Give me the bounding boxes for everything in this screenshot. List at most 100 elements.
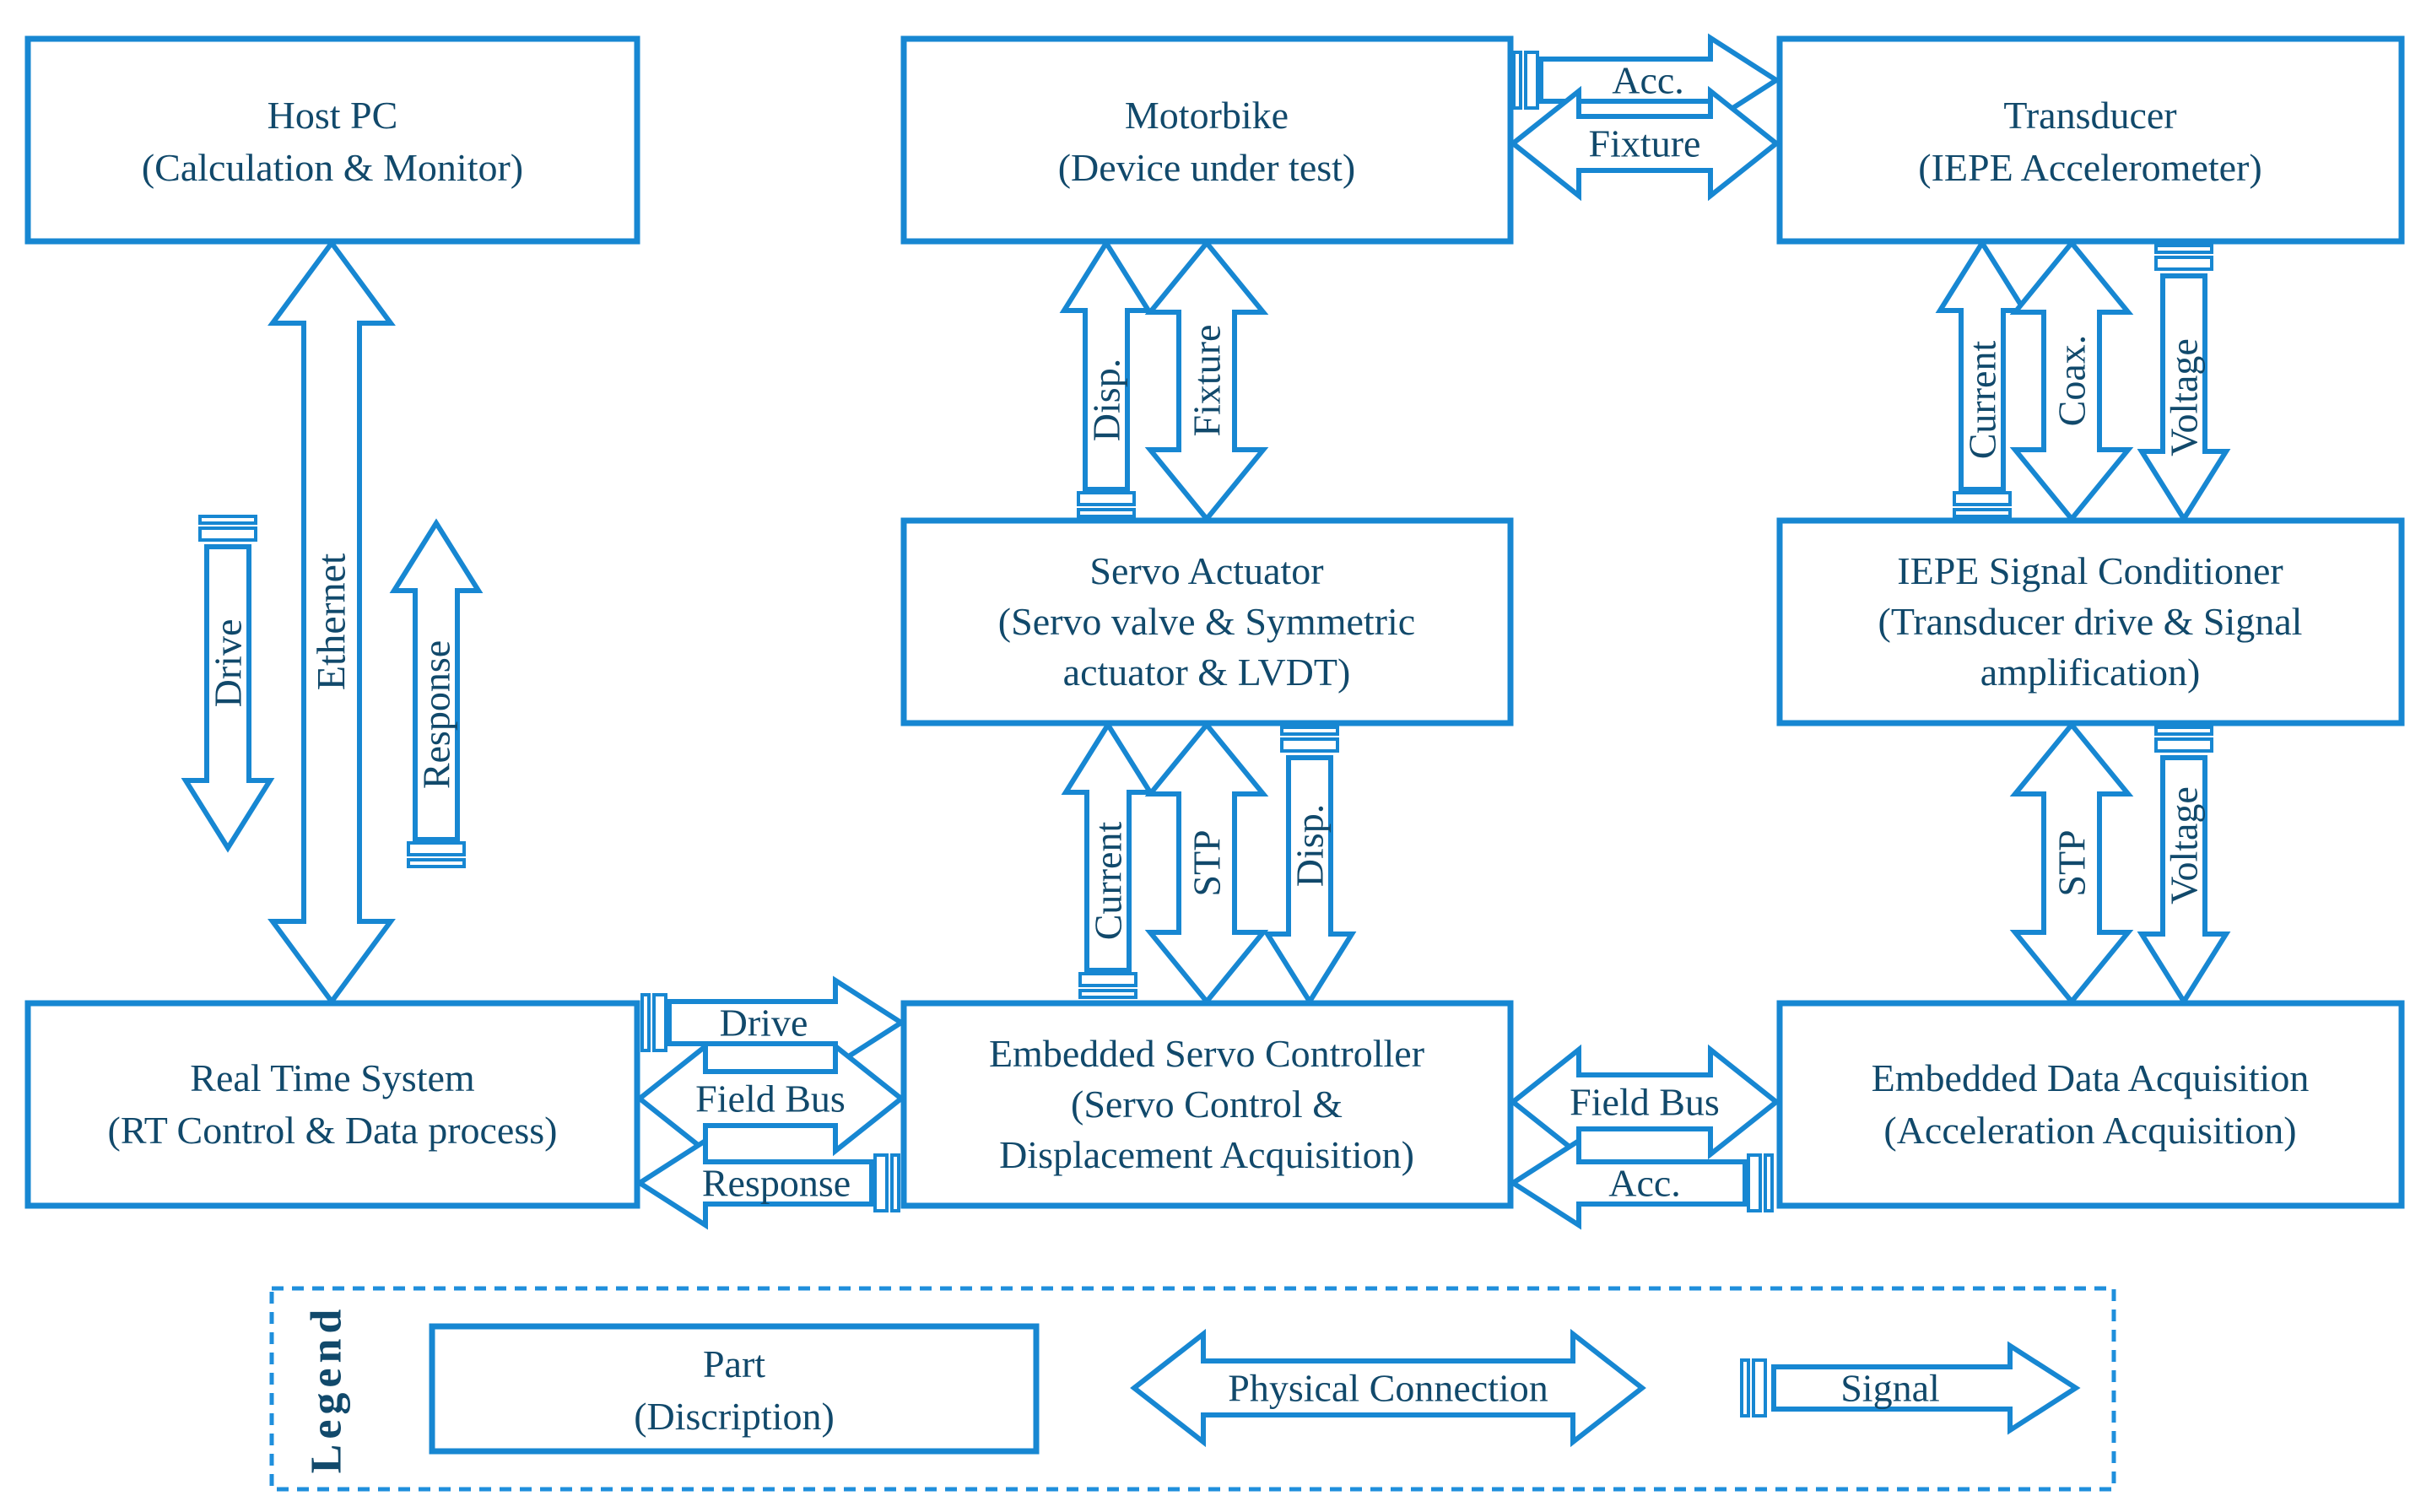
response-bus-label: Response bbox=[702, 1162, 851, 1205]
current-signal-bar bbox=[1078, 989, 1137, 999]
servo-actuator-box bbox=[900, 517, 1514, 726]
motorbike-box bbox=[900, 35, 1514, 245]
host-pc-subtitle: (Calculation & Monitor) bbox=[142, 146, 523, 189]
embedded-data-acquisition-title: Embedded Data Acquisition bbox=[1872, 1056, 2310, 1099]
disp-signal-bar bbox=[1280, 726, 1339, 736]
iepe-conditioner-title: IEPE Signal Conditioner bbox=[1897, 549, 2283, 592]
disp-signal-arrow-down bbox=[1262, 755, 1357, 1007]
field-bus-physical-arrow-left bbox=[635, 1040, 905, 1157]
servo-actuator-subtitle1: (Servo valve & Symmetric bbox=[998, 600, 1415, 643]
response-bus-signal-arrow-left bbox=[635, 1136, 874, 1230]
response-signal-arrow-up bbox=[389, 518, 484, 842]
legend-signal-bar bbox=[1740, 1358, 1750, 1418]
legend-part-box bbox=[429, 1323, 1040, 1455]
acc-bus-signal-bar bbox=[1747, 1153, 1762, 1212]
real-time-system-title: Real Time System bbox=[190, 1056, 475, 1099]
acc-bus-signal-arrow-left bbox=[1508, 1136, 1748, 1230]
embedded-servo-controller-subtitle2: Displacement Acquisition) bbox=[999, 1133, 1414, 1176]
transducer-box bbox=[1776, 35, 2405, 245]
response-bus-signal-bar bbox=[873, 1153, 889, 1212]
current-mid-label: Current bbox=[1087, 822, 1130, 941]
acc-signal-bar bbox=[1524, 51, 1539, 110]
disp-signal-bar bbox=[1077, 508, 1136, 518]
coax-physical-arrow bbox=[2009, 239, 2134, 523]
voltage-signal-arrow-down-bottom bbox=[2137, 755, 2231, 1007]
legend-signal-label: Signal bbox=[1840, 1367, 1940, 1410]
acc-signal-bar bbox=[1512, 51, 1522, 110]
drive-bus-label: Drive bbox=[720, 1002, 808, 1045]
current-signal-bar bbox=[1953, 508, 2012, 518]
voltage-signal-bar bbox=[2154, 737, 2213, 753]
legend-signal-arrow bbox=[1771, 1341, 2081, 1435]
voltage-signal-bar bbox=[2154, 726, 2213, 736]
fixture-mid-label: Fixture bbox=[1186, 325, 1229, 437]
motorbike-title: Motorbike bbox=[1125, 94, 1289, 137]
response-signal-label: Response bbox=[415, 640, 458, 789]
fixture-physical-arrow-horizontal bbox=[1509, 85, 1780, 202]
iepe-conditioner-subtitle2: amplification) bbox=[1980, 651, 2201, 694]
embedded-data-acquisition-subtitle: (Acceleration Acquisition) bbox=[1883, 1109, 2296, 1152]
real-time-system-subtitle: (RT Control & Data process) bbox=[108, 1109, 558, 1152]
voltage-signal-bar bbox=[2154, 244, 2213, 254]
transducer-title: Transducer bbox=[2003, 94, 2176, 137]
drive-signal-bar bbox=[198, 526, 257, 542]
drive-bus-signal-bar bbox=[652, 993, 667, 1052]
real-time-system-box bbox=[24, 1000, 640, 1209]
iepe-conditioner-subtitle1: (Transducer drive & Signal bbox=[1878, 600, 2303, 643]
servo-actuator-title: Servo Actuator bbox=[1089, 549, 1323, 592]
current-signal-bar bbox=[1078, 972, 1137, 987]
voltage-signal-bar bbox=[2154, 256, 2213, 271]
legend-physical-connection-arrow bbox=[1130, 1328, 1646, 1448]
field-bus-right-label: Field Bus bbox=[1570, 1081, 1720, 1124]
stp-physical-arrow-right bbox=[2009, 721, 2134, 1006]
disp-signal-arrow-up bbox=[1059, 238, 1154, 492]
voltage-bottom-right-label: Voltage bbox=[2163, 786, 2206, 904]
disp-signal-bar bbox=[1077, 491, 1136, 506]
acc-bus-label: Acc. bbox=[1608, 1162, 1681, 1205]
servo-actuator-subtitle2: actuator & LVDT) bbox=[1063, 651, 1351, 694]
voltage-top-right-label: Voltage bbox=[2163, 338, 2206, 456]
embedded-servo-controller-subtitle1: (Servo Control & bbox=[1071, 1083, 1343, 1126]
drive-signal-label: Drive bbox=[207, 619, 250, 708]
legend-part-line2: (Discription) bbox=[634, 1395, 835, 1438]
embedded-data-acquisition-box bbox=[1776, 1000, 2405, 1209]
field-bus-physical-arrow-right bbox=[1509, 1044, 1780, 1160]
drive-bus-signal-arrow-right bbox=[667, 975, 906, 1070]
current-signal-arrow-up-mid bbox=[1061, 720, 1155, 973]
drive-bus-signal-bar bbox=[640, 993, 651, 1052]
disp-signal-bar bbox=[1280, 737, 1339, 753]
drive-signal-bar bbox=[198, 515, 257, 525]
disp-up-label: Disp. bbox=[1085, 359, 1128, 441]
response-signal-bar bbox=[407, 841, 466, 856]
legend-frame bbox=[269, 1286, 2116, 1492]
legend-part-line1: Part bbox=[703, 1342, 765, 1385]
field-bus-left-label: Field Bus bbox=[695, 1077, 846, 1120]
response-signal-bar bbox=[407, 858, 466, 868]
legend-title: Legend bbox=[303, 1304, 351, 1474]
drive-signal-arrow-down bbox=[181, 544, 275, 853]
coax-label: Coax. bbox=[2051, 335, 2094, 427]
acc-bus-signal-bar bbox=[1764, 1153, 1774, 1212]
stp-mid-label: STP bbox=[1186, 829, 1229, 896]
host-pc-title: Host PC bbox=[267, 94, 398, 137]
iepe-conditioner-box bbox=[1776, 517, 2405, 726]
acc-top-label: Acc. bbox=[1612, 59, 1684, 102]
ethernet-physical-arrow bbox=[267, 238, 396, 1007]
stp-physical-arrow-mid bbox=[1144, 721, 1269, 1006]
legend-signal-bar bbox=[1752, 1358, 1767, 1418]
ethernet-label: Ethernet bbox=[310, 553, 354, 690]
legend-physical-label: Physical Connection bbox=[1228, 1367, 1548, 1410]
transducer-subtitle: (IEPE Accelerometer) bbox=[1918, 146, 2261, 189]
stp-right-label: STP bbox=[2051, 829, 2094, 896]
embedded-servo-controller-title: Embedded Servo Controller bbox=[989, 1032, 1424, 1075]
host-pc-box bbox=[24, 35, 640, 245]
fixture-physical-arrow-vertical bbox=[1144, 239, 1269, 523]
voltage-signal-arrow-down-right bbox=[2137, 273, 2231, 524]
current-top-right-label: Current bbox=[1961, 341, 2004, 460]
fixture-top-label: Fixture bbox=[1589, 122, 1701, 165]
disp-down-label: Disp. bbox=[1289, 804, 1332, 887]
motorbike-subtitle: (Device under test) bbox=[1058, 146, 1356, 189]
current-signal-bar bbox=[1953, 491, 2012, 506]
